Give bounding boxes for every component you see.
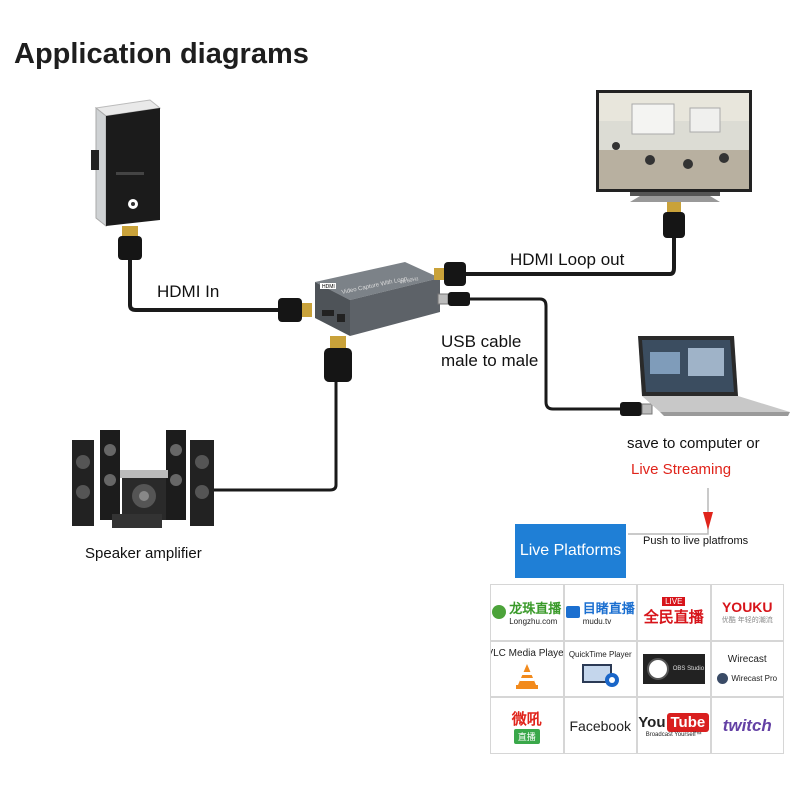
youtube-tube: Tube [666,713,710,733]
live-platforms-box: Live Platforms [515,524,626,578]
modu-logo-icon [565,606,580,619]
down-arrow-icon [703,512,713,530]
platform-name: twitch [722,715,772,735]
platform-name: QuickTime Player [568,649,632,659]
platform-youku: YOUKU 优酷 年轻的潮流 [711,585,783,640]
usb-plug-icon [437,292,470,306]
obs-logo-icon [646,657,669,680]
platform-sub: Broadcast Yourself™ [645,732,702,739]
platform-sub: 优酷 年轻的潮流 [721,617,773,625]
usb-plug-icon [620,402,653,416]
hdmi-plug-icon [663,202,685,238]
desktop-computer-icon [91,99,162,228]
hdmi-in-label: HDMI In [157,282,220,301]
platform-sub: 直播 [513,728,540,744]
platform-name: 微吼 [511,710,542,728]
live-streaming-label: Live Streaming [631,461,732,478]
speaker-amplifier-label: Speaker amplifier [85,545,202,562]
wirecast-logo-icon [717,672,729,684]
laptop-icon [638,336,790,416]
platform-weiba: 微吼 直播 [491,698,563,753]
device-tag: 4K 60Hz [399,276,419,286]
platform-name: OBS Studio [672,665,705,672]
usb-cable-label-line2: male to male [441,351,539,370]
platform-sub: Wirecast Pro [731,673,778,683]
platform-modu: 目睹直播 mudu.tv [564,585,636,640]
hdmi-plug-icon [434,262,466,286]
audio-plug-icon [324,336,352,382]
platform-vlc: VLC Media Player [491,641,563,697]
platform-longzhu: 龙珠直播 Longzhu.com [491,585,563,640]
youtube-you: You [638,714,666,732]
platforms-grid: 龙珠直播 Longzhu.com 目睹直播 mudu.tv LIVE 全民直播 … [490,584,784,754]
platform-sub: mudu.tv [582,617,612,627]
platform-facebook: Facebook [564,698,636,753]
platform-obs: OBS Studio [638,641,710,697]
device-brand: HDMI [322,284,335,290]
platform-name: YOUKU [721,599,773,616]
live-badge: LIVE [662,597,686,607]
platform-quanmin: LIVE 全民直播 [638,585,710,640]
platform-wirecast: Wirecast Wirecast Pro [711,641,783,697]
platform-name: Wirecast [727,653,767,665]
quicktime-logo-icon [582,663,620,687]
platform-name: 全民直播 [643,609,704,627]
platform-sub: Longzhu.com [509,617,558,627]
platform-youtube: You Tube Broadcast Yourself™ [638,698,710,753]
save-to-computer-label: save to computer or [627,435,760,452]
platform-name: Facebook [569,717,631,734]
speaker-system-icon [72,430,214,528]
platform-name: 龙珠直播 [509,601,562,617]
hdmi-plug-icon [118,226,142,260]
platform-name: VLC Media Player [491,648,563,660]
vlc-cone-icon [515,664,538,690]
hdmi-plug-icon [278,298,312,322]
platform-name: 目睹直播 [582,601,635,617]
longzhu-logo-icon [492,605,507,620]
hdmi-loop-out-label: HDMI Loop out [510,250,625,269]
usb-cable-label-line1: USB cable [441,332,522,351]
page-title: Application diagrams [14,38,309,70]
tv-display-icon [596,90,752,202]
platform-quicktime: QuickTime Player [564,641,636,697]
push-to-live-label: Push to live platfroms [643,535,749,547]
platform-twitch: twitch [711,698,783,753]
capture-box: HDMI Video Capture With Loop 4K 60Hz [315,262,440,336]
